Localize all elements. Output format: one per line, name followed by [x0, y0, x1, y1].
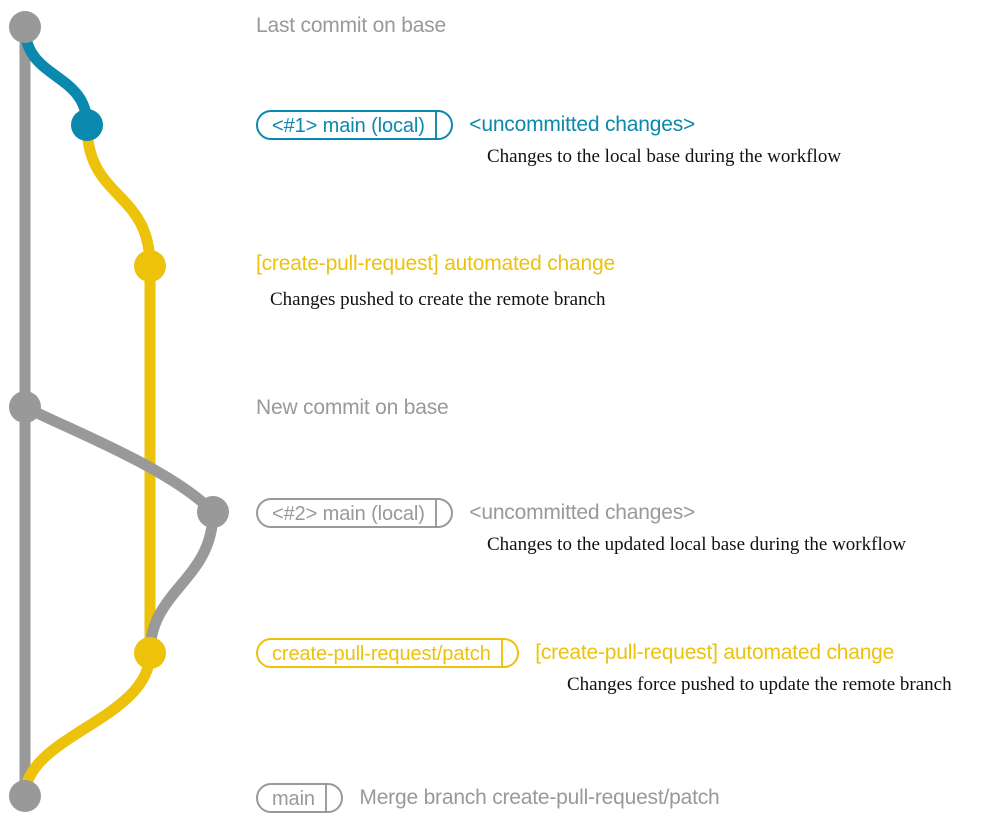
- commit-node-local-2[interactable]: [197, 496, 229, 528]
- edge-local1-to-remote1: [81, 119, 156, 272]
- row-local-commit-2: <#2> main (local) <uncommitted changes>: [256, 498, 695, 528]
- commit-node-base-new[interactable]: [9, 391, 41, 423]
- commit-node-base-head[interactable]: [9, 11, 41, 43]
- commit-node-remote-1[interactable]: [134, 250, 166, 282]
- commit-subject-merge: Merge branch create-pull-request/patch: [359, 786, 720, 809]
- commit-node-local-1[interactable]: [71, 109, 103, 141]
- branch-tag-local-2[interactable]: <#2> main (local): [256, 498, 453, 528]
- edge-base-to-local1: [19, 21, 93, 131]
- commit-desc-local-2: Changes to the updated local base during…: [487, 534, 906, 555]
- commit-desc-local-1: Changes to the local base during the wor…: [487, 146, 842, 167]
- commit-subject-remote-1: [create-pull-request] automated change: [256, 252, 615, 275]
- note-last-commit-on-base: Last commit on base: [256, 14, 446, 37]
- edge-local2-to-remote2: [144, 506, 219, 659]
- row-local-commit-1: <#1> main (local) <uncommitted changes>: [256, 110, 695, 140]
- row-remote-commit-1: [create-pull-request] automated change: [256, 252, 615, 276]
- row-merge-commit: main Merge branch create-pull-request/pa…: [256, 783, 720, 813]
- branch-tag-remote-2[interactable]: create-pull-request/patch: [256, 638, 519, 668]
- branch-tag-main[interactable]: main: [256, 783, 343, 813]
- commit-desc-remote-1: Changes pushed to create the remote bran…: [270, 289, 606, 310]
- commit-node-remote-2[interactable]: [134, 637, 166, 669]
- row-remote-commit-2: create-pull-request/patch [create-pull-r…: [256, 638, 894, 668]
- commit-desc-remote-2: Changes force pushed to update the remot…: [567, 674, 952, 695]
- note-new-commit-on-base: New commit on base: [256, 396, 449, 419]
- commit-subject-local-2: <uncommitted changes>: [469, 501, 696, 524]
- edge-remote2-to-merge: [19, 647, 156, 802]
- branch-tag-local-1[interactable]: <#1> main (local): [256, 110, 453, 140]
- commit-node-merge[interactable]: [9, 780, 41, 812]
- commit-subject-local-1: <uncommitted changes>: [469, 113, 696, 136]
- edge-basenew-to-local2: [19, 401, 219, 518]
- commit-subject-remote-2: [create-pull-request] automated change: [535, 641, 895, 664]
